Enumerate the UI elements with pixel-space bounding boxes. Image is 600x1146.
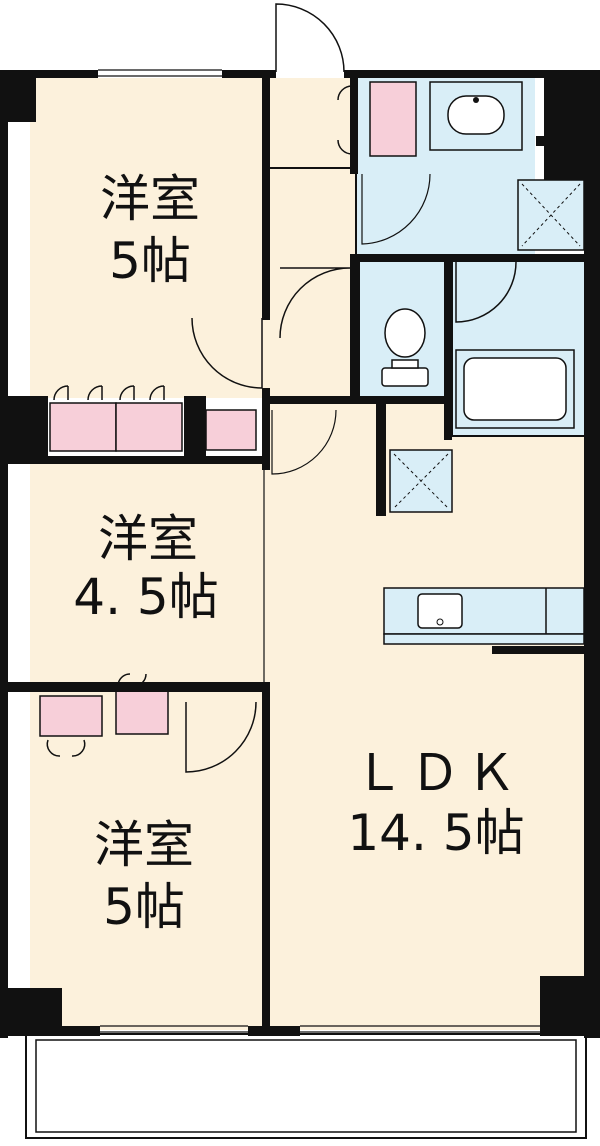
room-label-west-top: 洋室 5帖 [100, 170, 200, 290]
sink-icon [417, 593, 463, 629]
room-label-west-mid: 洋室 4. 5帖 [73, 510, 218, 626]
closet-west-bottom-b [115, 689, 169, 735]
entrance-floor [268, 78, 358, 168]
balcony [25, 1033, 587, 1139]
fridge-space [389, 449, 453, 513]
room-name-ldk: ＬＤＫ [354, 744, 522, 802]
room-size-west-mid: 4. 5帖 [73, 568, 218, 626]
kitchen-counter [383, 587, 585, 645]
closet-west-top-b [115, 402, 183, 452]
room-floor-west-mid [30, 462, 270, 686]
room-label-ldk: ＬＤＫ 14. 5帖 [347, 744, 524, 862]
room-floor-west-bottom [30, 690, 270, 1030]
room-size-west-bottom: 5帖 [103, 878, 185, 936]
room-name-west-top: 洋室 [100, 170, 200, 228]
walls [0, 70, 600, 1038]
room-size-west-top: 5帖 [109, 232, 191, 290]
entrance-shoe-storage [369, 81, 417, 157]
washer-pan-icon [521, 183, 581, 247]
room-label-west-bottom: 洋室 5帖 [94, 816, 194, 936]
storage-units [39, 81, 417, 737]
closet-hall [205, 409, 257, 451]
closet-west-top-a [49, 402, 117, 452]
room-floor-west-top [30, 78, 270, 398]
closet-west-bottom-a [39, 695, 103, 737]
bathtub-icon [455, 349, 575, 429]
windows [98, 69, 546, 1033]
door-arc-icon [46, 3, 517, 773]
washbasin-icon [429, 81, 523, 151]
room-size-ldk: 14. 5帖 [347, 804, 524, 862]
room-name-west-mid: 洋室 [98, 510, 198, 568]
room-name-west-bottom: 洋室 [94, 816, 194, 874]
toilet-icon [381, 308, 429, 387]
